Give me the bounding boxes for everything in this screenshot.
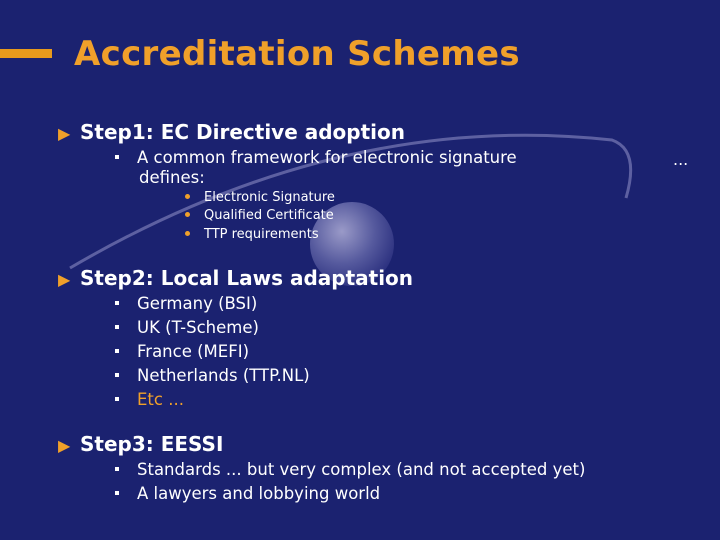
bullet-text: A lawyers and lobbying world [137, 484, 381, 503]
sub-bullet: Qualified Certificate [185, 208, 334, 223]
square-bullet-icon [115, 348, 119, 353]
step-1-bullet: A common framework for electronic signat… [115, 146, 517, 190]
square-bullet-icon [115, 154, 119, 159]
title-accent-bar [0, 49, 52, 58]
continuation-ellipsis: ... [673, 150, 689, 169]
square-bullet-icon [115, 324, 119, 329]
step-1-label: Step1: EC Directive adoption [80, 120, 406, 144]
square-bullet-icon [115, 490, 119, 495]
square-bullet-icon [115, 300, 119, 305]
bullet-text: Netherlands (TTP.NL) [137, 366, 310, 385]
bullet-text: France (MEFI) [137, 342, 250, 361]
step-2-bullet: Germany (BSI) [115, 292, 257, 316]
dot-bullet-icon [185, 194, 190, 199]
bullet-text: UK (T-Scheme) [137, 318, 259, 337]
bullet-text: A common framework for electronic signat… [137, 148, 517, 167]
dot-bullet-icon [185, 231, 190, 236]
triangle-right-icon: ▶ [58, 124, 71, 143]
step-2-bullet: France (MEFI) [115, 340, 249, 364]
sub-bullet: Electronic Signature [185, 190, 335, 205]
square-bullet-icon [115, 396, 119, 401]
triangle-right-icon: ▶ [58, 270, 71, 289]
step-3-heading: ▶ Step3: EESSI [58, 432, 223, 456]
bullet-text-continued: defines: [139, 168, 205, 187]
step-1-heading: ▶ Step1: EC Directive adoption [58, 120, 405, 144]
square-bullet-icon [115, 372, 119, 377]
sub-bullet: TTP requirements [185, 227, 319, 242]
step-2-heading: ▶ Step2: Local Laws adaptation [58, 266, 413, 290]
sub-bullet-text: Qualified Certificate [204, 208, 334, 223]
step-3-bullet: A lawyers and lobbying world [115, 482, 380, 506]
step-2-bullet: UK (T-Scheme) [115, 316, 259, 340]
sub-bullet-text: TTP requirements [204, 227, 319, 242]
bullet-text: Standards ... but very complex (and not … [137, 460, 586, 479]
step-3-label: Step3: EESSI [80, 432, 224, 456]
step-2-label: Step2: Local Laws adaptation [80, 266, 414, 290]
bullet-text: Etc ... [137, 390, 184, 409]
step-3-bullet: Standards ... but very complex (and not … [115, 458, 585, 482]
square-bullet-icon [115, 466, 119, 471]
page-title: Accreditation Schemes [74, 34, 520, 74]
bullet-text: Germany (BSI) [137, 294, 258, 313]
step-2-bullet: Etc ... [115, 388, 184, 412]
dot-bullet-icon [185, 212, 190, 217]
triangle-right-icon: ▶ [58, 436, 71, 455]
sub-bullet-text: Electronic Signature [204, 190, 335, 205]
step-2-bullet: Netherlands (TTP.NL) [115, 364, 310, 388]
